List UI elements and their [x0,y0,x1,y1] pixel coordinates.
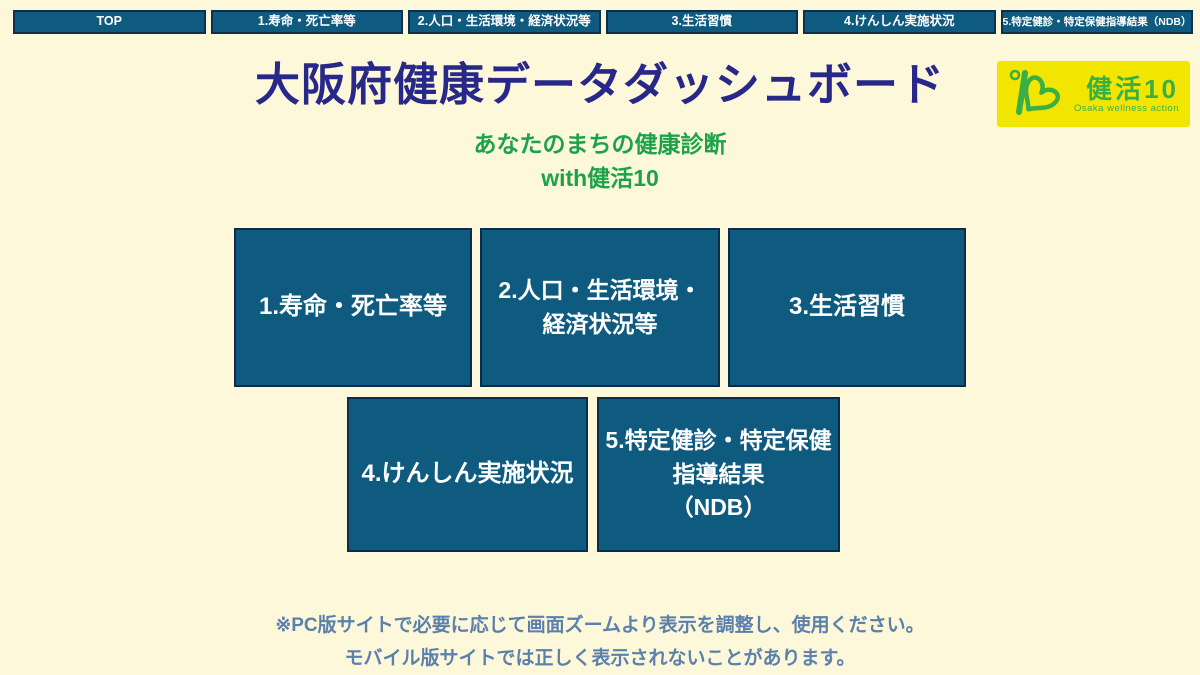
tile-checkup-status[interactable]: 4.けんしん実施状況 [347,397,588,552]
nav-tab-lifestyle[interactable]: 3.生活習慣 [605,10,798,34]
tile-label: 3.生活習慣 [788,293,905,321]
kenkatsu10-logo: 健活10 Osaka wellness action [997,61,1190,127]
tile-label: （NDB） [670,494,767,521]
tile-ndb-results[interactable]: 5.特定健診・特定保健 指導結果 （NDB） [597,397,840,552]
tile-lifestyle[interactable]: 3.生活習慣 [728,228,966,387]
subtitle-line-1: あなたのまちの健康診断 [473,131,727,157]
tile-label: 指導結果 [672,460,765,487]
tile-row-1: 1.寿命・死亡率等 2.人口・生活環境・ 経済状況等 3.生活習慣 [234,228,966,387]
kenkatsu10-mark-icon [1008,66,1066,123]
tile-population-environment[interactable]: 2.人口・生活環境・ 経済状況等 [480,228,720,387]
subtitle-line-2: with健活10 [541,165,659,191]
nav-tab-top[interactable]: TOP [13,10,206,34]
nav-tab-ndb-results[interactable]: 5.特定健診・特定保健指導結果（NDB） [1000,10,1193,34]
tile-label: 1.寿命・死亡率等 [258,293,447,321]
usage-note: ※PC版サイトで必要に応じて画面ズームより表示を調整し、使用ください。 モバイル… [0,609,1200,675]
nav-tab-checkup-status[interactable]: 4.けんしん実施状況 [803,10,996,34]
tile-row-2: 4.けんしん実施状況 5.特定健診・特定保健 指導結果 （NDB） [347,397,840,552]
tile-lifespan-mortality[interactable]: 1.寿命・死亡率等 [234,228,472,387]
tile-label: 2.人口・生活環境・ [498,277,702,304]
note-line-1: ※PC版サイトで必要に応じて画面ズームより表示を調整し、使用ください。 [275,615,925,636]
page-subtitle: あなたのまちの健康診断 with健活10 [0,127,1200,195]
tile-label: 4.けんしん実施状況 [361,460,574,488]
note-line-2: モバイル版サイトでは正しく表示されないことがあります。 [344,648,856,669]
page-title: 大阪府健康データダッシュボード [254,59,945,110]
top-nav-bar: TOP 1.寿命・死亡率等 2.人口・生活環境・経済状況等 3.生活習慣 4.け… [13,10,1193,34]
tile-label: 5.特定健診・特定保健 [605,427,832,454]
kenkatsu10-logo-name: 健活10 [1086,73,1180,104]
nav-tab-population-environment[interactable]: 2.人口・生活環境・経済状況等 [408,10,601,34]
kenkatsu10-logo-tagline: Osaka wellness action [1073,102,1180,114]
nav-tab-lifespan-mortality[interactable]: 1.寿命・死亡率等 [210,10,403,34]
tile-label: 経済状況等 [542,310,658,337]
